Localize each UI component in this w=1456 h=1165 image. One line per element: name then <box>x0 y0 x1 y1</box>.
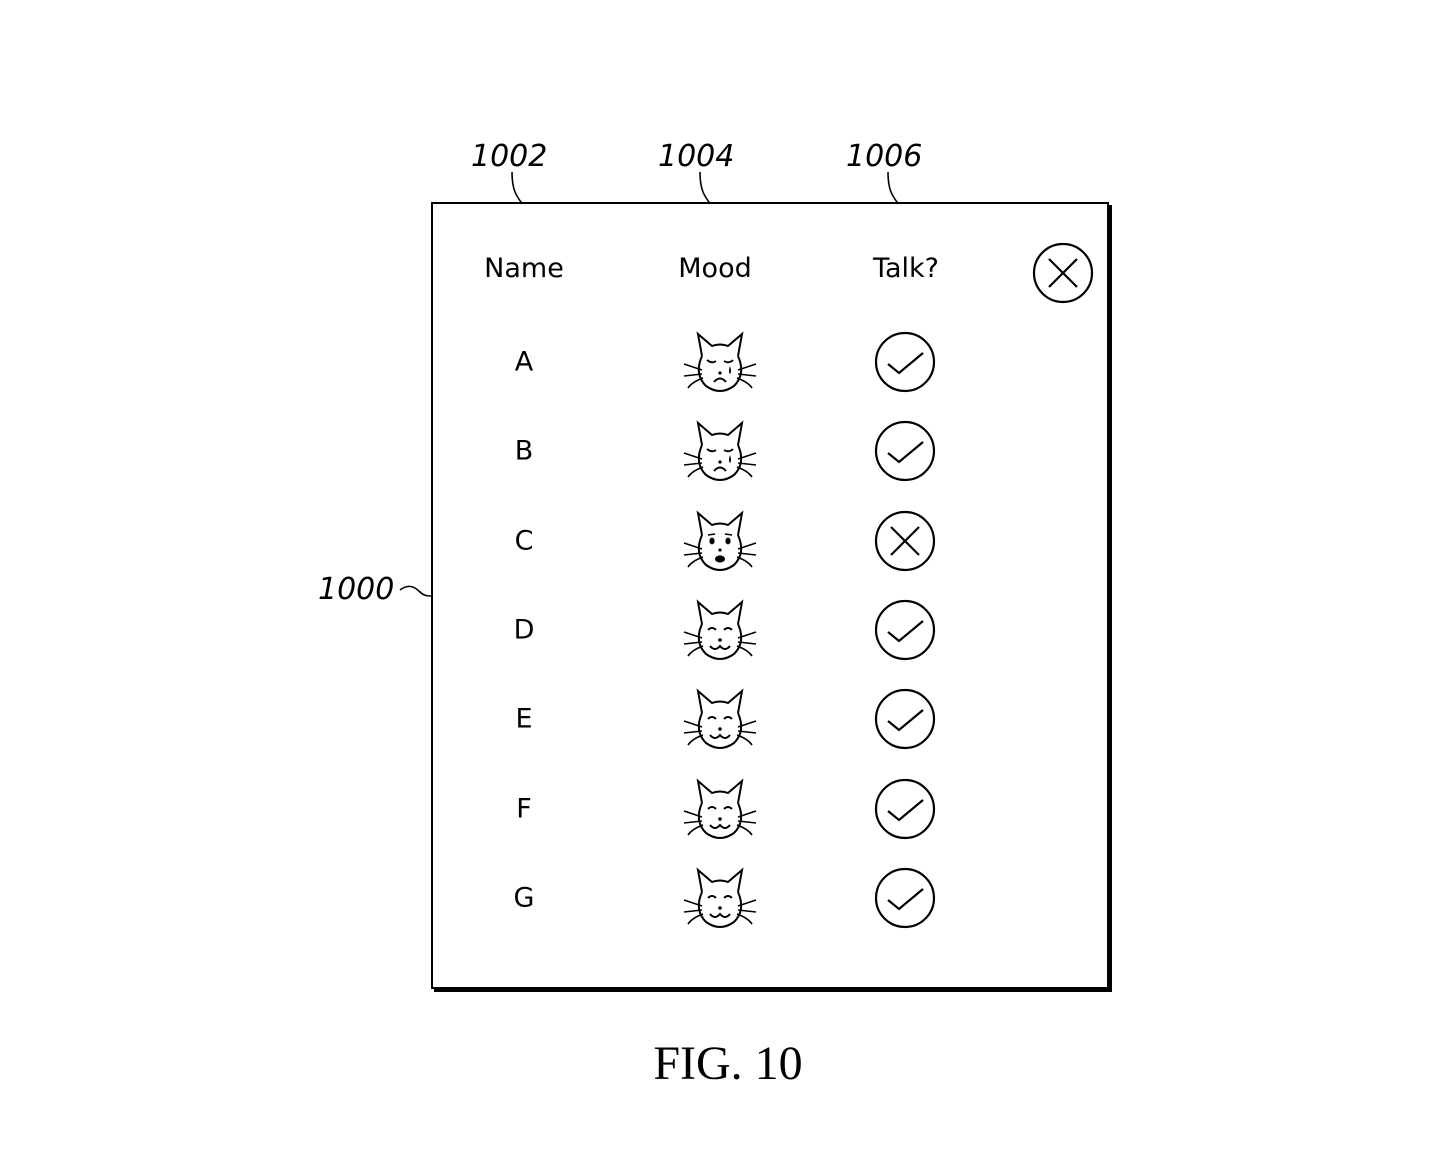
figure-caption: FIG. 10 <box>653 1037 803 1090</box>
list-item: C <box>431 501 1109 581</box>
talk-check-icon[interactable] <box>874 331 936 393</box>
talk-cross-icon[interactable] <box>874 510 936 572</box>
member-name: G <box>513 882 535 914</box>
list-item: F <box>431 769 1109 849</box>
member-name: C <box>514 525 534 557</box>
list-item: A <box>431 322 1109 402</box>
cat-shocked-icon <box>680 501 760 581</box>
mood-panel <box>431 202 1109 989</box>
member-name: E <box>515 703 533 735</box>
ref-1000: 1000 <box>318 572 395 607</box>
cat-happy-icon <box>680 769 760 849</box>
list-item: G <box>431 858 1109 938</box>
cat-happy-icon <box>680 858 760 938</box>
talk-check-icon[interactable] <box>874 867 936 929</box>
talk-check-icon[interactable] <box>874 599 936 661</box>
leader-line-1000 <box>399 585 433 597</box>
ref-1006: 1006 <box>846 139 923 174</box>
close-button[interactable] <box>1032 242 1094 304</box>
cat-happy-icon <box>680 590 760 670</box>
cat-sad-tearful-icon <box>680 322 760 402</box>
member-name: D <box>513 614 535 646</box>
column-header-talk: Talk? <box>872 253 940 284</box>
cat-happy-icon <box>680 679 760 759</box>
member-name: F <box>516 793 532 824</box>
close-icon <box>1032 242 1094 304</box>
cat-sad-tearful-icon <box>680 411 760 491</box>
talk-check-icon[interactable] <box>874 778 936 840</box>
talk-check-icon[interactable] <box>874 688 936 750</box>
column-header-mood: Mood <box>678 253 752 284</box>
list-item: E <box>431 679 1109 759</box>
column-header-name: Name <box>484 253 564 284</box>
list-item: D <box>431 590 1109 670</box>
member-name: A <box>514 346 534 378</box>
ref-1002: 1002 <box>471 139 548 174</box>
member-name: B <box>514 435 534 467</box>
talk-check-icon[interactable] <box>874 420 936 482</box>
ref-1004: 1004 <box>658 139 735 174</box>
list-item: B <box>431 411 1109 491</box>
